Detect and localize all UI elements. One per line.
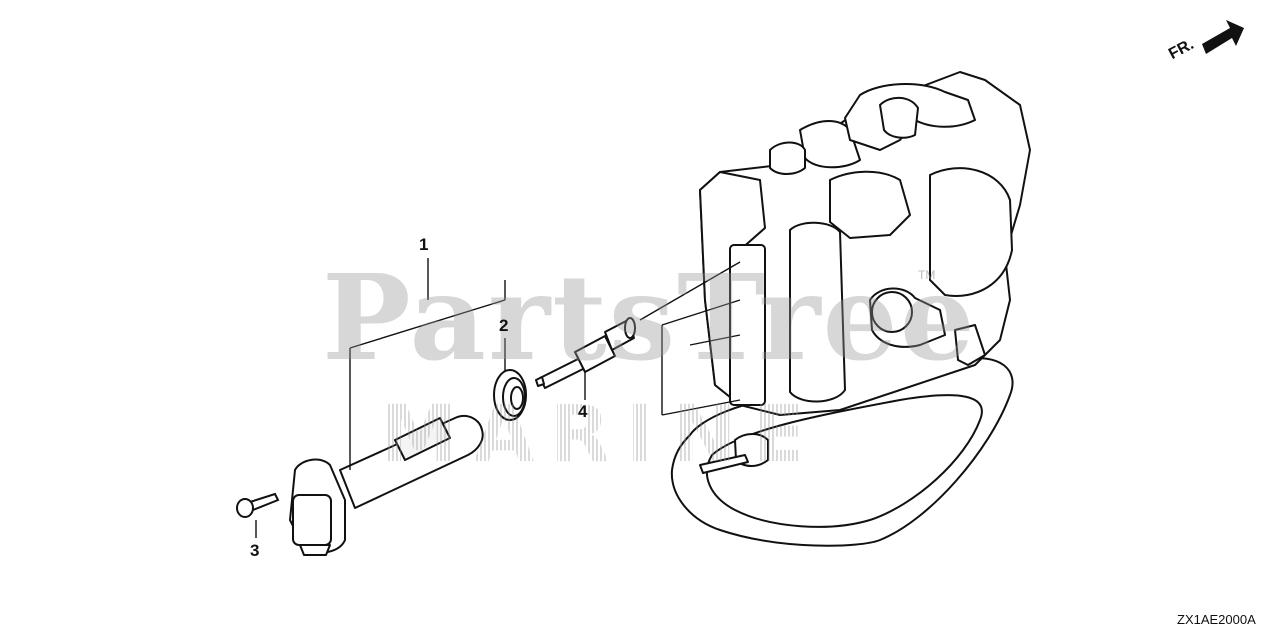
ignition-coil <box>289 414 484 556</box>
bolt <box>236 492 280 518</box>
engine-cylinder-head <box>670 71 1031 547</box>
diagram-code: ZX1AE2000A <box>1177 612 1256 627</box>
callout-3: 3 <box>250 541 260 560</box>
watermark-text: PartsTree <box>322 248 977 387</box>
leader-lines <box>255 258 741 538</box>
callout-1: 1 <box>419 235 429 254</box>
watermark-trademark: TM <box>918 268 936 282</box>
watermark-subtext: MARINE <box>380 390 822 480</box>
callout-4: 4 <box>578 402 588 421</box>
spark-plug <box>535 317 636 389</box>
seal-ring <box>493 369 527 421</box>
arrow-right-icon <box>1202 20 1244 54</box>
callout-2: 2 <box>499 316 509 335</box>
